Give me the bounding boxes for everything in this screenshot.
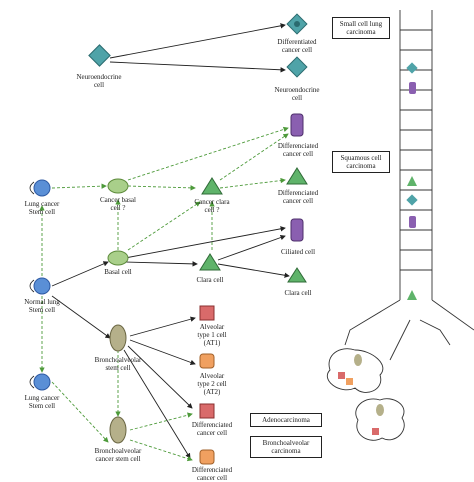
- bronchoalveolar-cancer-stem-cell: [109, 416, 127, 444]
- label-normal-lung-stem: Normal lung Stem cell: [24, 298, 60, 314]
- differenciated-squamous-ciliated: [290, 113, 304, 137]
- solid-arrows: [51, 23, 290, 459]
- legend-adenocarcinoma: Adenocarcinoma: [250, 413, 322, 427]
- dashed-arrows: [39, 126, 289, 462]
- label-alveolar-1: Alveolar type 1 cell (AT1): [197, 323, 227, 347]
- label-differenciated-adeno: Differenciated cancer cell: [191, 421, 233, 437]
- label-basal: Basal cell: [104, 268, 132, 276]
- ciliated-cell: [290, 218, 304, 242]
- basal-cell: [107, 250, 129, 266]
- label-cancer-basal: Cancer basal cell ?: [100, 196, 136, 212]
- label-clara-mid: Clara cell: [196, 276, 224, 284]
- neuroendocrine-cell-left: [88, 44, 111, 67]
- label-differenciated-squamous-2: Differenciated cancer cell: [277, 189, 319, 205]
- label-differentiated-small-cell: Differentiated cancer cell: [277, 38, 317, 54]
- normal-lung-stem-cell: [33, 277, 51, 295]
- differenciated-squamous-clara: [286, 167, 308, 185]
- label-neuroendocrine-left: Neuroendocrine cell: [76, 73, 122, 89]
- label-neuroendocrine-right: Neuroendocrine cell: [274, 86, 320, 102]
- cells: [33, 13, 308, 465]
- legend-squamous-cell-carcinoma: Squamous cell carcinoma: [332, 151, 390, 173]
- label-bronchoalveolar-stem: Bronchoalveolar stem cell: [94, 356, 142, 372]
- label-alveolar-2: Alveolar type 2 cell (AT2): [197, 372, 227, 396]
- cancer-clara-cell: [201, 177, 223, 195]
- label-lung-cancer-stem-bottom: Lung cancer Stem cell: [24, 394, 60, 410]
- label-ciliated: Ciliated cell: [280, 248, 316, 256]
- differenciated-bac-cell: [199, 449, 215, 465]
- clara-cell-mid: [199, 253, 221, 271]
- label-bronchoalveolar-cancer-stem: Bronchoalveolar cancer stem cell: [94, 447, 142, 463]
- label-lung-cancer-stem-top: Lung cancer Stem cell: [24, 200, 60, 216]
- lung-cancer-stem-cell-top: [33, 179, 51, 197]
- airway-cells: [338, 62, 418, 435]
- clara-cell-right: [287, 267, 307, 283]
- alveolar-type-2-cell: [199, 353, 215, 369]
- legend-small-cell-carcinoma: Small cell lung carcinoma: [332, 17, 390, 39]
- label-differenciated-squamous-1: Differenciated cancer cell: [277, 142, 319, 158]
- airway-illustration: [327, 10, 474, 441]
- neuroendocrine-cell-right: [286, 56, 308, 78]
- label-cancer-clara: Cancer clara cell ?: [194, 198, 230, 214]
- bronchoalveolar-stem-cell: [109, 324, 127, 352]
- cancer-basal-cell: [107, 178, 129, 194]
- legend-bronchoalveolar-carcinoma: Bronchoalveolar carcinoma: [250, 436, 322, 458]
- label-differenciated-bac: Differenciated cancer cell: [191, 466, 233, 482]
- differenciated-adeno-cell: [199, 403, 215, 419]
- self-renewal-arrows: [29, 181, 35, 389]
- lung-cancer-stem-cell-bottom: [33, 373, 51, 391]
- label-clara-right: Clara cell: [284, 289, 312, 297]
- alveolar-type-1-cell: [199, 305, 215, 321]
